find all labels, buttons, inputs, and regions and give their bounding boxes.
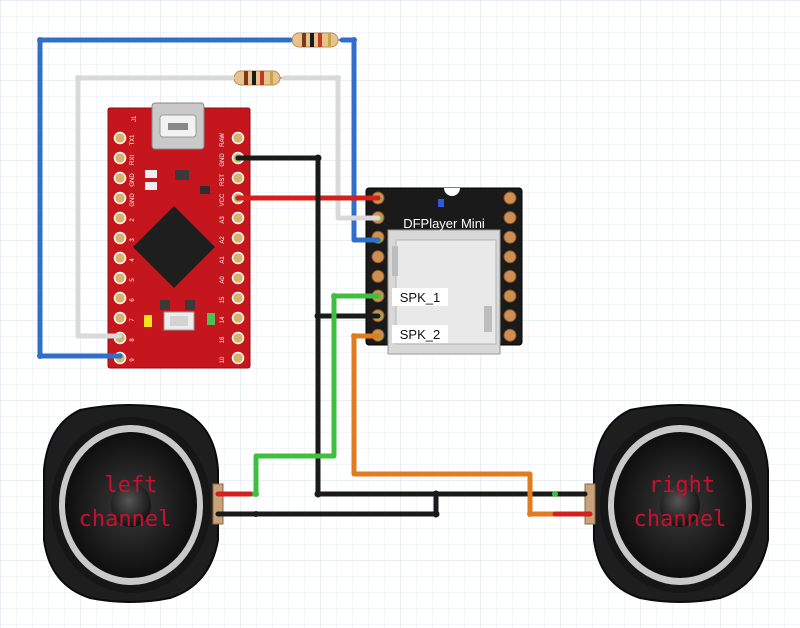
dfplayer-pins bbox=[371, 191, 517, 342]
dfplayer-pin-right bbox=[503, 211, 517, 225]
dfplayer-pin-right bbox=[503, 191, 517, 205]
arduino-pin-label-left: TX1 bbox=[130, 134, 136, 146]
arduino-pin-label-left: 6 bbox=[130, 298, 136, 302]
blue-wire-2 bbox=[339, 37, 381, 243]
dfplayer-pin-right bbox=[503, 309, 517, 323]
arduino-pin-right bbox=[231, 251, 245, 265]
dfplayer-title: DFPlayer Mini bbox=[403, 216, 485, 231]
blue-wire bbox=[37, 37, 293, 359]
spk2-label: SPK_2 bbox=[400, 327, 440, 342]
arduino-pin-label-left: 8 bbox=[130, 338, 136, 342]
arduino-pin-label-right: A0 bbox=[220, 276, 226, 284]
white-wire-2 bbox=[281, 75, 381, 221]
arduino-pin-label-right: 10 bbox=[220, 356, 226, 363]
arduino-pin-right bbox=[231, 351, 245, 365]
arduino-pin-right bbox=[231, 171, 245, 185]
arduino-pin-left bbox=[113, 191, 127, 205]
arduino-pin-right bbox=[231, 331, 245, 345]
dfplayer-pin-right bbox=[503, 269, 517, 283]
arduino-pin-left bbox=[113, 211, 127, 225]
white-wire bbox=[75, 75, 235, 339]
wires bbox=[37, 37, 593, 517]
arduino-pin-label-left: 3 bbox=[130, 238, 136, 242]
arduino-pin-right bbox=[231, 131, 245, 145]
arduino-pin-left bbox=[113, 271, 127, 285]
arduino-pin-label-left: RXI bbox=[130, 155, 136, 165]
arduino-pin-label-left: 2 bbox=[130, 218, 136, 222]
arduino-pin-right bbox=[231, 271, 245, 285]
arduino-pin-left bbox=[113, 311, 127, 325]
dfplayer-pin-left bbox=[371, 269, 385, 283]
dfplayer-pin-left bbox=[371, 250, 385, 264]
arduino-pin-label-right: 16 bbox=[220, 336, 226, 343]
arduino-pin-label-right: A1 bbox=[220, 256, 226, 264]
resistor-1 bbox=[285, 32, 350, 48]
arduino-pin-label-left: 4 bbox=[130, 258, 136, 262]
arduino-pin-label-right: VCC bbox=[220, 193, 226, 206]
arduino-pin-left bbox=[113, 151, 127, 165]
right-speaker-label-line1: right bbox=[649, 473, 715, 498]
arduino-pin-left bbox=[113, 171, 127, 185]
arduino-pin-label-left: 9 bbox=[130, 358, 136, 362]
dfplayer-pin-right bbox=[503, 289, 517, 303]
arduino-pin-label-left: 7 bbox=[130, 318, 136, 322]
arduino-pin-left bbox=[113, 131, 127, 145]
orange-wire-spk2 bbox=[351, 333, 558, 517]
arduino-pin-label-left: GND bbox=[130, 173, 136, 187]
arduino-pin-right bbox=[231, 211, 245, 225]
dfplayer-pin-right bbox=[503, 328, 517, 342]
spk1-label-box: SPK_1 bbox=[392, 288, 448, 306]
arduino-pin-right bbox=[231, 291, 245, 305]
dfplayer-pin-right bbox=[503, 250, 517, 264]
arduino-j1-label: J1 bbox=[132, 115, 138, 122]
arduino-pin-label-right: 15 bbox=[220, 296, 226, 303]
status-led bbox=[438, 199, 444, 207]
right-speaker-label-line2: channel bbox=[634, 507, 727, 532]
arduino-pin-label-right: A2 bbox=[220, 236, 226, 244]
dfplayer-pin-right bbox=[503, 230, 517, 244]
wire-endpoints bbox=[37, 37, 558, 518]
spk1-label: SPK_1 bbox=[400, 290, 440, 305]
arduino-pin-right bbox=[231, 231, 245, 245]
arduino-pin-label-left: GND bbox=[130, 193, 136, 207]
arduino-pin-right bbox=[231, 311, 245, 325]
arduino-pin-label-right: RAW bbox=[220, 133, 226, 147]
arduino-pin-left bbox=[113, 251, 127, 265]
arduino-pin-label-right: 14 bbox=[220, 316, 226, 323]
arduino-pin-label-right: RST bbox=[220, 174, 226, 186]
arduino-pin-label-right: A3 bbox=[220, 216, 226, 224]
arduino-pin-left bbox=[113, 291, 127, 305]
arduino-pin-label-right: GND bbox=[220, 153, 226, 167]
left-speaker: left channel bbox=[43, 404, 224, 603]
spk2-label-box: SPK_2 bbox=[392, 325, 448, 343]
right-speaker: right channel bbox=[584, 404, 769, 603]
arduino-pin-label-left: 5 bbox=[130, 278, 136, 282]
arduino-pin-left bbox=[113, 231, 127, 245]
left-speaker-label-line1: left bbox=[105, 473, 158, 498]
arduino-board: J1 bbox=[107, 102, 251, 369]
left-speaker-label-line2: channel bbox=[79, 507, 172, 532]
